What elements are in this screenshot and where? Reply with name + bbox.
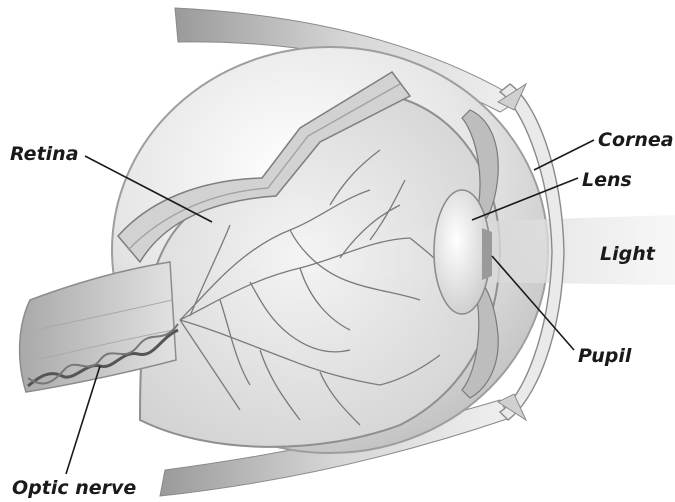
lens-label: Lens	[582, 169, 632, 191]
retina-label: Retina	[10, 143, 79, 165]
light-label: Light	[600, 243, 656, 265]
pupil-label: Pupil	[578, 345, 632, 367]
optic-nerve-label: Optic nerve	[12, 477, 136, 499]
cornea-label: Cornea	[598, 129, 674, 151]
lens	[434, 190, 490, 314]
pupil-opening	[482, 228, 492, 280]
